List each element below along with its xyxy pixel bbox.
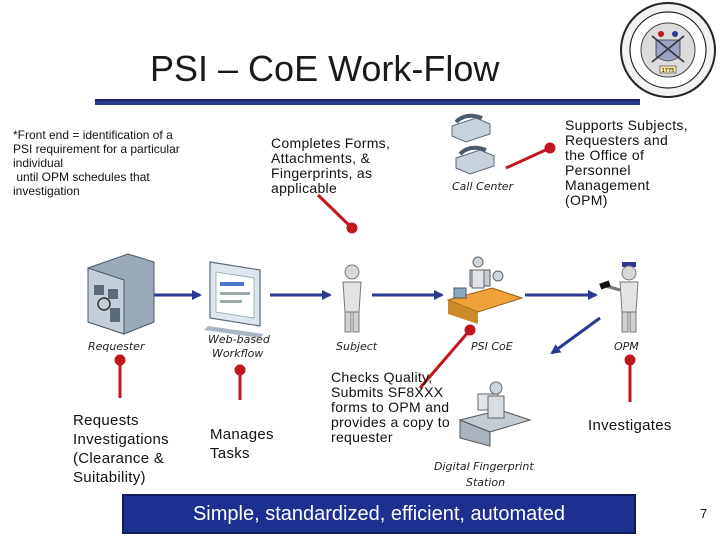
checks-note: Checks Quality, Submits SF8XXX forms to …	[331, 370, 450, 445]
front-end-note: *Front end = identification of a PSI req…	[13, 128, 203, 198]
requester-label: Requester	[88, 340, 145, 353]
requests-line: Suitability)	[73, 469, 146, 486]
fingerprint-label-line1: Digital Fingerprint	[434, 460, 534, 473]
psi-coe-label: PSI CoE	[471, 340, 513, 353]
front-end-note-line: PSI requirement for a particular	[13, 142, 180, 156]
requests-line: Investigations	[73, 431, 169, 448]
front-end-note-line: *Front end = identification of a	[13, 128, 173, 142]
manages-line: Tasks	[210, 445, 250, 462]
completes-forms-line: applicable	[271, 180, 338, 196]
manages-note: Manages Tasks	[210, 425, 274, 463]
checks-line: Submits SF8XXX	[331, 384, 444, 400]
fingerprint-label-line2: Station	[466, 476, 506, 489]
supports-line: Requesters and	[565, 132, 669, 148]
footer-banner: Simple, standardized, efficient, automat…	[122, 494, 636, 534]
requests-line: (Clearance &	[73, 450, 165, 467]
pointer-forms	[316, 193, 354, 230]
workflow-screen-icon	[204, 261, 264, 338]
completes-forms-line: Completes Forms,	[271, 135, 391, 151]
pointer-forms-dot	[346, 222, 358, 234]
supports-note: Supports Subjects, Requesters and the Of…	[565, 118, 688, 208]
investigates-note: Investigates	[588, 417, 672, 434]
slide-title: PSI – CoE Work-Flow	[150, 48, 500, 89]
call-center-label: Call Center	[452, 180, 514, 193]
arrow-opm-to-coe	[550, 316, 601, 355]
opm-investigator-icon	[599, 262, 639, 333]
supports-line: the Office of	[565, 147, 645, 163]
pointer-requester-dot	[114, 354, 126, 366]
title-underline	[95, 99, 640, 105]
army-seal-icon: 1775	[620, 2, 716, 98]
supports-line: Supports Subjects,	[565, 117, 688, 133]
checks-line: Checks Quality,	[331, 369, 433, 385]
checks-line: forms to OPM and	[331, 399, 450, 415]
subject-person-icon	[342, 264, 362, 333]
completes-forms-line: Fingerprints, as	[271, 165, 373, 181]
fingerprint-station-icon	[458, 381, 532, 447]
checks-line: requester	[331, 429, 393, 445]
requests-note: Requests Investigations (Clearance & Sui…	[73, 411, 169, 487]
requester-building-icon	[87, 253, 155, 335]
pointer-opm-dot	[624, 354, 636, 366]
supports-line: (OPM)	[565, 192, 608, 208]
seal-year: 1775	[662, 68, 675, 74]
psi-coe-desk-icon	[446, 256, 524, 324]
subject-label: Subject	[336, 340, 378, 353]
front-end-note-line: individual	[13, 156, 64, 170]
front-end-note-line: until OPM schedules that	[13, 170, 150, 184]
page-number: 7	[700, 506, 708, 521]
workflow-label-line1: Web-based	[208, 333, 270, 346]
checks-line: provides a copy to	[331, 414, 451, 430]
supports-line: Personnel	[565, 162, 631, 178]
opm-label: OPM	[614, 340, 639, 353]
workflow-label-line2: Workflow	[212, 347, 264, 360]
requests-line: Requests	[73, 412, 139, 429]
pointer-workflow-dot	[234, 364, 246, 376]
pointer-coe	[418, 329, 472, 389]
completes-forms-note: Completes Forms, Attachments, & Fingerpr…	[271, 136, 390, 196]
manages-line: Manages	[210, 426, 274, 443]
front-end-note-line: investigation	[13, 184, 80, 198]
pointer-coe-dot	[464, 324, 476, 336]
supports-line: Management	[565, 177, 650, 193]
call-center-phones-icon	[451, 113, 495, 175]
pointer-call-center	[505, 146, 551, 170]
completes-forms-line: Attachments, &	[271, 150, 371, 166]
pointer-call-center-dot	[544, 142, 556, 154]
